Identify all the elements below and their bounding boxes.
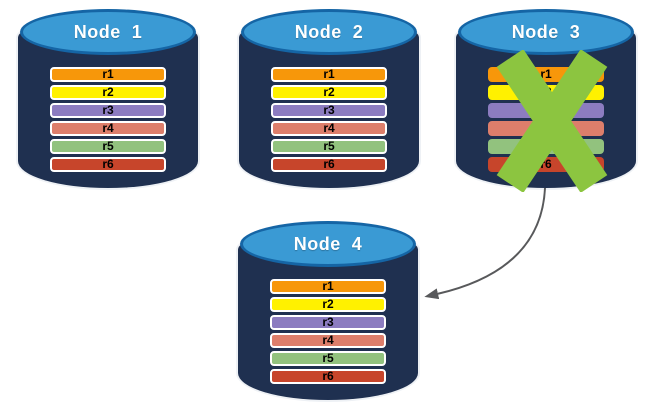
replica-row-label: r6: [323, 157, 335, 171]
node-4-title: Node 4: [293, 233, 363, 254]
node-4-cylinder: Node 4 r1 r2 r3 r4 r5 r6: [238, 221, 418, 401]
replica-row-label: r4: [540, 121, 552, 135]
node-4-cylinder-top: Node 4: [240, 221, 416, 267]
node-2-title: Node 2: [294, 21, 364, 42]
node-1-replica-list: r1 r2 r3 r4 r5 r6: [18, 67, 198, 175]
node-1-cylinder: Node 1 r1 r2 r3 r4 r5 r6: [18, 9, 198, 189]
replica-row-label: r1: [540, 67, 552, 81]
failover-arrow: [424, 187, 546, 300]
replica-row-label: r2: [323, 85, 335, 99]
replica-row-r4: r4: [488, 121, 604, 136]
replica-row-label: r2: [540, 85, 552, 99]
replica-row-label: r4: [323, 121, 335, 135]
replica-row-r1: r1: [271, 67, 387, 82]
replica-row-r6: r6: [271, 157, 387, 172]
replica-row-label: r1: [102, 67, 114, 81]
replica-row-label: r3: [322, 315, 334, 329]
replica-row-label: r2: [322, 297, 334, 311]
replica-row-r6: r6: [488, 157, 604, 172]
node-2-replica-list: r1 r2 r3 r4 r5 r6: [239, 67, 419, 175]
replica-row-r5: r5: [270, 351, 386, 366]
replica-row-r1: r1: [270, 279, 386, 294]
replica-row-r3: r3: [50, 103, 166, 118]
node-4-replica-list: r1 r2 r3 r4 r5 r6: [238, 279, 418, 387]
replica-row-label: r5: [102, 139, 114, 153]
replica-row-r1: r1: [50, 67, 166, 82]
replica-row-r4: r4: [50, 121, 166, 136]
node-3-replica-list: r1 r2 r3 r4 r5 r6: [456, 67, 636, 175]
replica-row-label: r1: [322, 279, 334, 293]
node-3-cylinder: Node 3 r1 r2 r3 r4 r5 r6: [456, 9, 636, 192]
replica-row-r4: r4: [271, 121, 387, 136]
replica-row-label: r3: [323, 103, 335, 117]
replica-row-label: r6: [540, 157, 552, 171]
replica-row-r2: r2: [270, 297, 386, 312]
node-2-cylinder-top: Node 2: [241, 9, 417, 55]
replica-row-r5: r5: [271, 139, 387, 154]
replica-row-label: r4: [322, 333, 334, 347]
replica-row-r6: r6: [50, 157, 166, 172]
replica-row-r2: r2: [271, 85, 387, 100]
replica-row-label: r5: [540, 139, 552, 153]
replica-row-r2: r2: [50, 85, 166, 100]
replica-row-r1: r1: [488, 67, 604, 82]
node-1-title: Node 1: [73, 21, 143, 42]
node-3-title: Node 3: [511, 21, 581, 42]
replica-row-label: r5: [323, 139, 335, 153]
node-2-cylinder: Node 2 r1 r2 r3 r4 r5 r6: [239, 9, 419, 189]
replica-row-label: r3: [540, 103, 552, 117]
node-3-cylinder-top: Node 3: [458, 9, 634, 55]
replica-row-r2: r2: [488, 85, 604, 100]
node-1-cylinder-top: Node 1: [20, 9, 196, 55]
replica-row-r6: r6: [270, 369, 386, 384]
replica-row-label: r4: [102, 121, 114, 135]
replica-row-r3: r3: [270, 315, 386, 330]
replica-row-label: r6: [322, 369, 334, 383]
replica-row-r4: r4: [270, 333, 386, 348]
replica-row-label: r5: [322, 351, 334, 365]
replica-row-r5: r5: [50, 139, 166, 154]
replica-row-label: r6: [102, 157, 114, 171]
replica-row-r3: r3: [488, 103, 604, 118]
replica-row-label: r1: [323, 67, 335, 81]
replica-row-label: r2: [102, 85, 114, 99]
failover-arrow-path: [424, 187, 546, 300]
replica-row-r3: r3: [271, 103, 387, 118]
replica-row-r5: r5: [488, 139, 604, 154]
replica-row-label: r3: [102, 103, 114, 117]
